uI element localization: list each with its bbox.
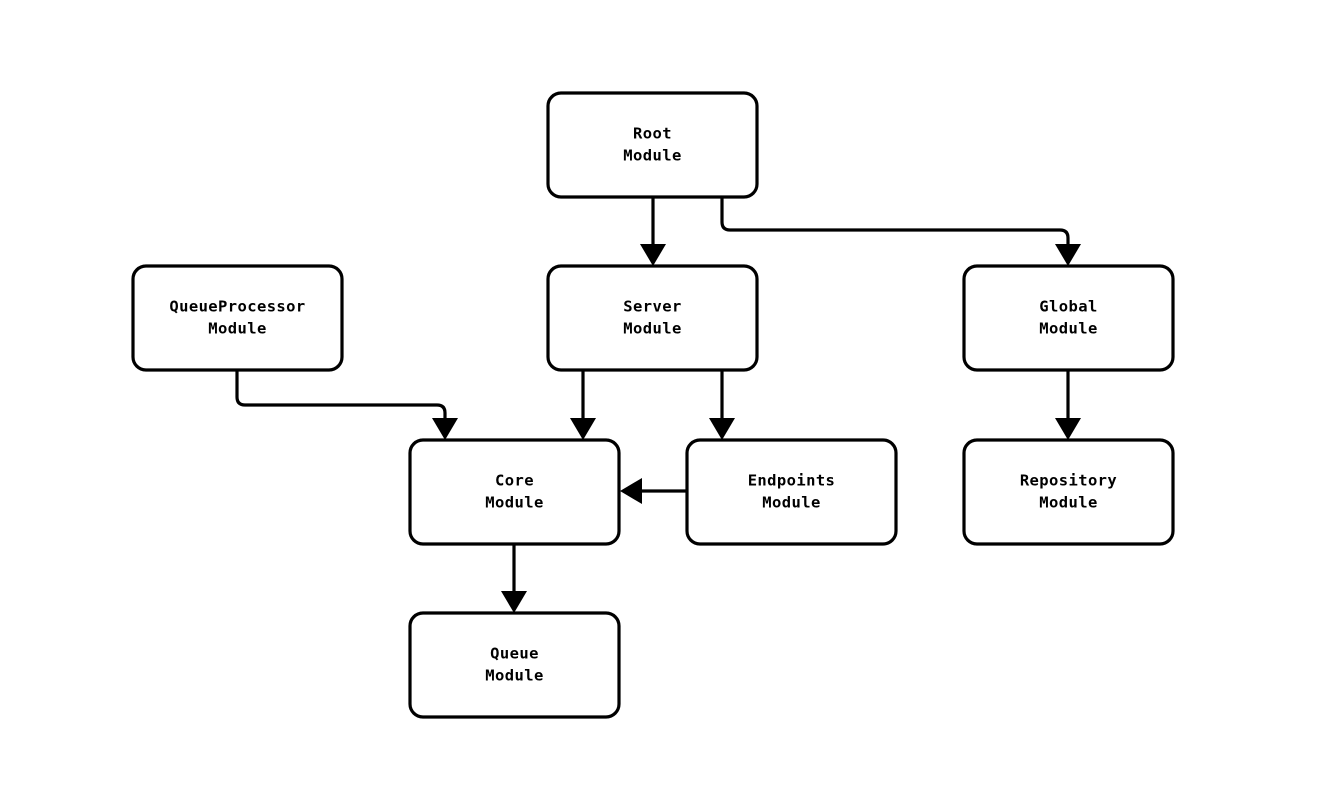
edge-core-to-queue-arrowhead-icon xyxy=(501,591,527,613)
edge-endpoints-to-core xyxy=(620,478,687,504)
edge-endpoints-to-core-arrowhead-icon xyxy=(620,478,642,504)
edge-global-to-repository xyxy=(1055,370,1081,440)
root-module-label-line2: Module xyxy=(623,147,681,165)
endpoints-module-label-line2: Module xyxy=(762,494,820,512)
edge-queueprocessor-to-core-line xyxy=(235,370,447,430)
edge-server-to-core xyxy=(570,370,596,440)
core-module-box[interactable] xyxy=(408,438,621,546)
endpoints-module-label-line1: Endpoints xyxy=(748,472,836,490)
queue-module-label-line1: Queue xyxy=(490,645,539,663)
core-module-label-line2: Module xyxy=(485,494,543,512)
edge-root-to-server xyxy=(640,197,666,266)
server-module-label-line1: Server xyxy=(623,298,681,316)
global-module-label-line2: Module xyxy=(1039,320,1097,338)
server-module-box[interactable] xyxy=(546,264,759,372)
nodes-layer: RootModuleQueueProcessorModuleServerModu… xyxy=(131,91,1175,719)
edge-root-to-server-arrowhead-icon xyxy=(640,244,666,266)
edge-core-to-queue xyxy=(501,544,527,613)
edge-server-to-endpoints xyxy=(709,370,735,440)
repository-module-label-line1: Repository xyxy=(1020,472,1117,490)
edge-server-to-core-arrowhead-icon xyxy=(570,418,596,440)
edge-root-to-global xyxy=(720,197,1081,266)
repository-module-box[interactable] xyxy=(962,438,1175,546)
core-module-label-line1: Core xyxy=(495,472,534,490)
queueprocessor-module-label-line1: QueueProcessor xyxy=(169,298,305,316)
edge-queueprocessor-to-core-arrowhead-icon xyxy=(432,418,458,440)
global-module-label-line1: Global xyxy=(1039,298,1097,316)
edge-global-to-repository-arrowhead-icon xyxy=(1055,418,1081,440)
edges-layer xyxy=(235,197,1081,613)
queueprocessor-module-label-line2: Module xyxy=(208,320,266,338)
endpoints-module-box[interactable] xyxy=(685,438,898,546)
edge-root-to-global-arrowhead-icon xyxy=(1055,244,1081,266)
root-module-box[interactable] xyxy=(546,91,759,199)
queueprocessor-module-box[interactable] xyxy=(131,264,344,372)
edge-queueprocessor-to-core xyxy=(235,370,458,440)
global-module-box[interactable] xyxy=(962,264,1175,372)
edge-server-to-endpoints-arrowhead-icon xyxy=(709,418,735,440)
repository-module-label-line2: Module xyxy=(1039,494,1097,512)
root-module-label-line1: Root xyxy=(633,125,672,143)
queue-module-label-line2: Module xyxy=(485,667,543,685)
edge-root-to-global-line xyxy=(720,197,1070,256)
server-module-label-line2: Module xyxy=(623,320,681,338)
queue-module-box[interactable] xyxy=(408,611,621,719)
